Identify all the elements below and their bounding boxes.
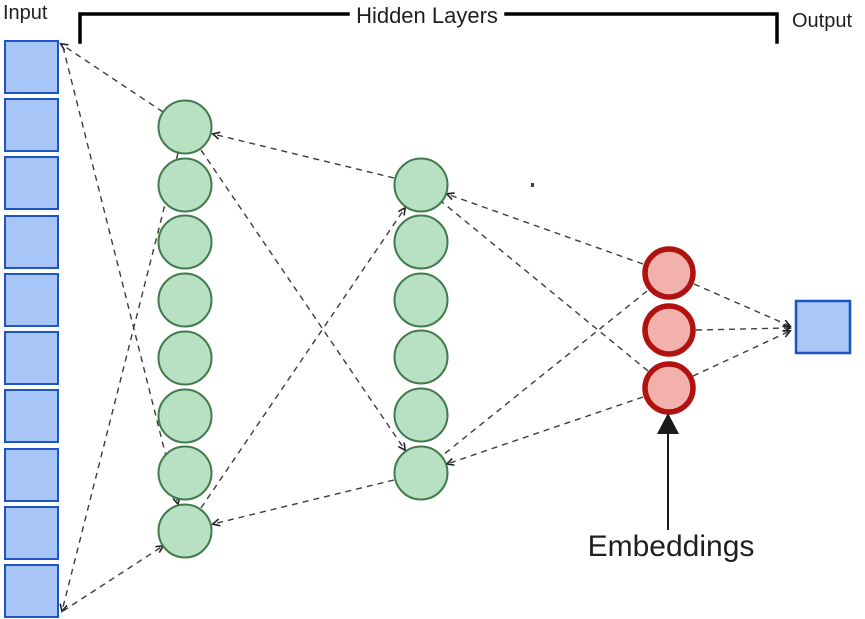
input-node xyxy=(4,389,59,443)
embedding-node xyxy=(642,361,696,415)
hidden-layer-1-node xyxy=(157,445,213,501)
connection-edge xyxy=(61,44,164,113)
connection-edge xyxy=(693,283,790,326)
input-node xyxy=(4,215,59,269)
embeddings-label: Embeddings xyxy=(588,530,755,563)
input-node xyxy=(4,156,59,210)
hidden-layer-1-node xyxy=(157,99,213,155)
hidden-layer-1-node xyxy=(157,503,213,559)
connection-edge xyxy=(62,546,163,612)
input-node xyxy=(4,273,59,327)
hidden-layer-2-node xyxy=(393,214,449,270)
hidden-layer-1-node xyxy=(157,388,213,444)
bracket-left-segment xyxy=(78,12,350,44)
output-node xyxy=(794,299,852,355)
input-node xyxy=(4,98,59,152)
hidden-layer-2-node xyxy=(393,272,449,328)
embeddings-arrowhead-icon xyxy=(657,413,679,434)
hidden-layer-2-node xyxy=(393,329,449,385)
hidden-layer-2-node xyxy=(393,157,449,213)
connection-edge xyxy=(200,208,405,509)
connection-edge xyxy=(213,134,395,179)
hidden-layer-1-node xyxy=(157,157,213,213)
input-node xyxy=(4,564,59,618)
connection-edge xyxy=(441,201,649,372)
input-node xyxy=(4,506,59,560)
embeddings-pointer xyxy=(657,413,679,530)
hidden-layer-1-node xyxy=(157,272,213,328)
input-label: Input xyxy=(3,2,48,24)
embedding-node xyxy=(642,246,696,300)
diagram-labels: Input Hidden Layers Output Embeddings xyxy=(3,2,852,563)
hidden-layer-1-node xyxy=(157,214,213,270)
connection-edges xyxy=(61,44,790,611)
connection-edge xyxy=(62,46,178,504)
hidden-layer-2-node xyxy=(393,445,449,501)
connection-edge xyxy=(62,152,179,611)
output-label: Output xyxy=(792,10,852,32)
input-node xyxy=(4,40,59,94)
stray-mark xyxy=(531,183,534,187)
connection-edge xyxy=(213,479,395,524)
hidden-layers-bracket xyxy=(78,12,779,44)
connection-edge xyxy=(695,328,790,330)
hidden-layers-label: Hidden Layers xyxy=(356,3,498,28)
hidden-layer-1-node xyxy=(157,330,213,386)
connection-edge xyxy=(692,331,790,377)
hidden-layer-2-node xyxy=(393,387,449,443)
connection-edge xyxy=(447,396,644,464)
connection-edge xyxy=(200,149,405,450)
input-node xyxy=(4,331,59,385)
input-node xyxy=(4,448,59,502)
embedding-node xyxy=(642,303,696,357)
network-nodes xyxy=(4,40,852,618)
bracket-right-segment xyxy=(504,12,779,44)
connection-edge xyxy=(447,194,644,265)
